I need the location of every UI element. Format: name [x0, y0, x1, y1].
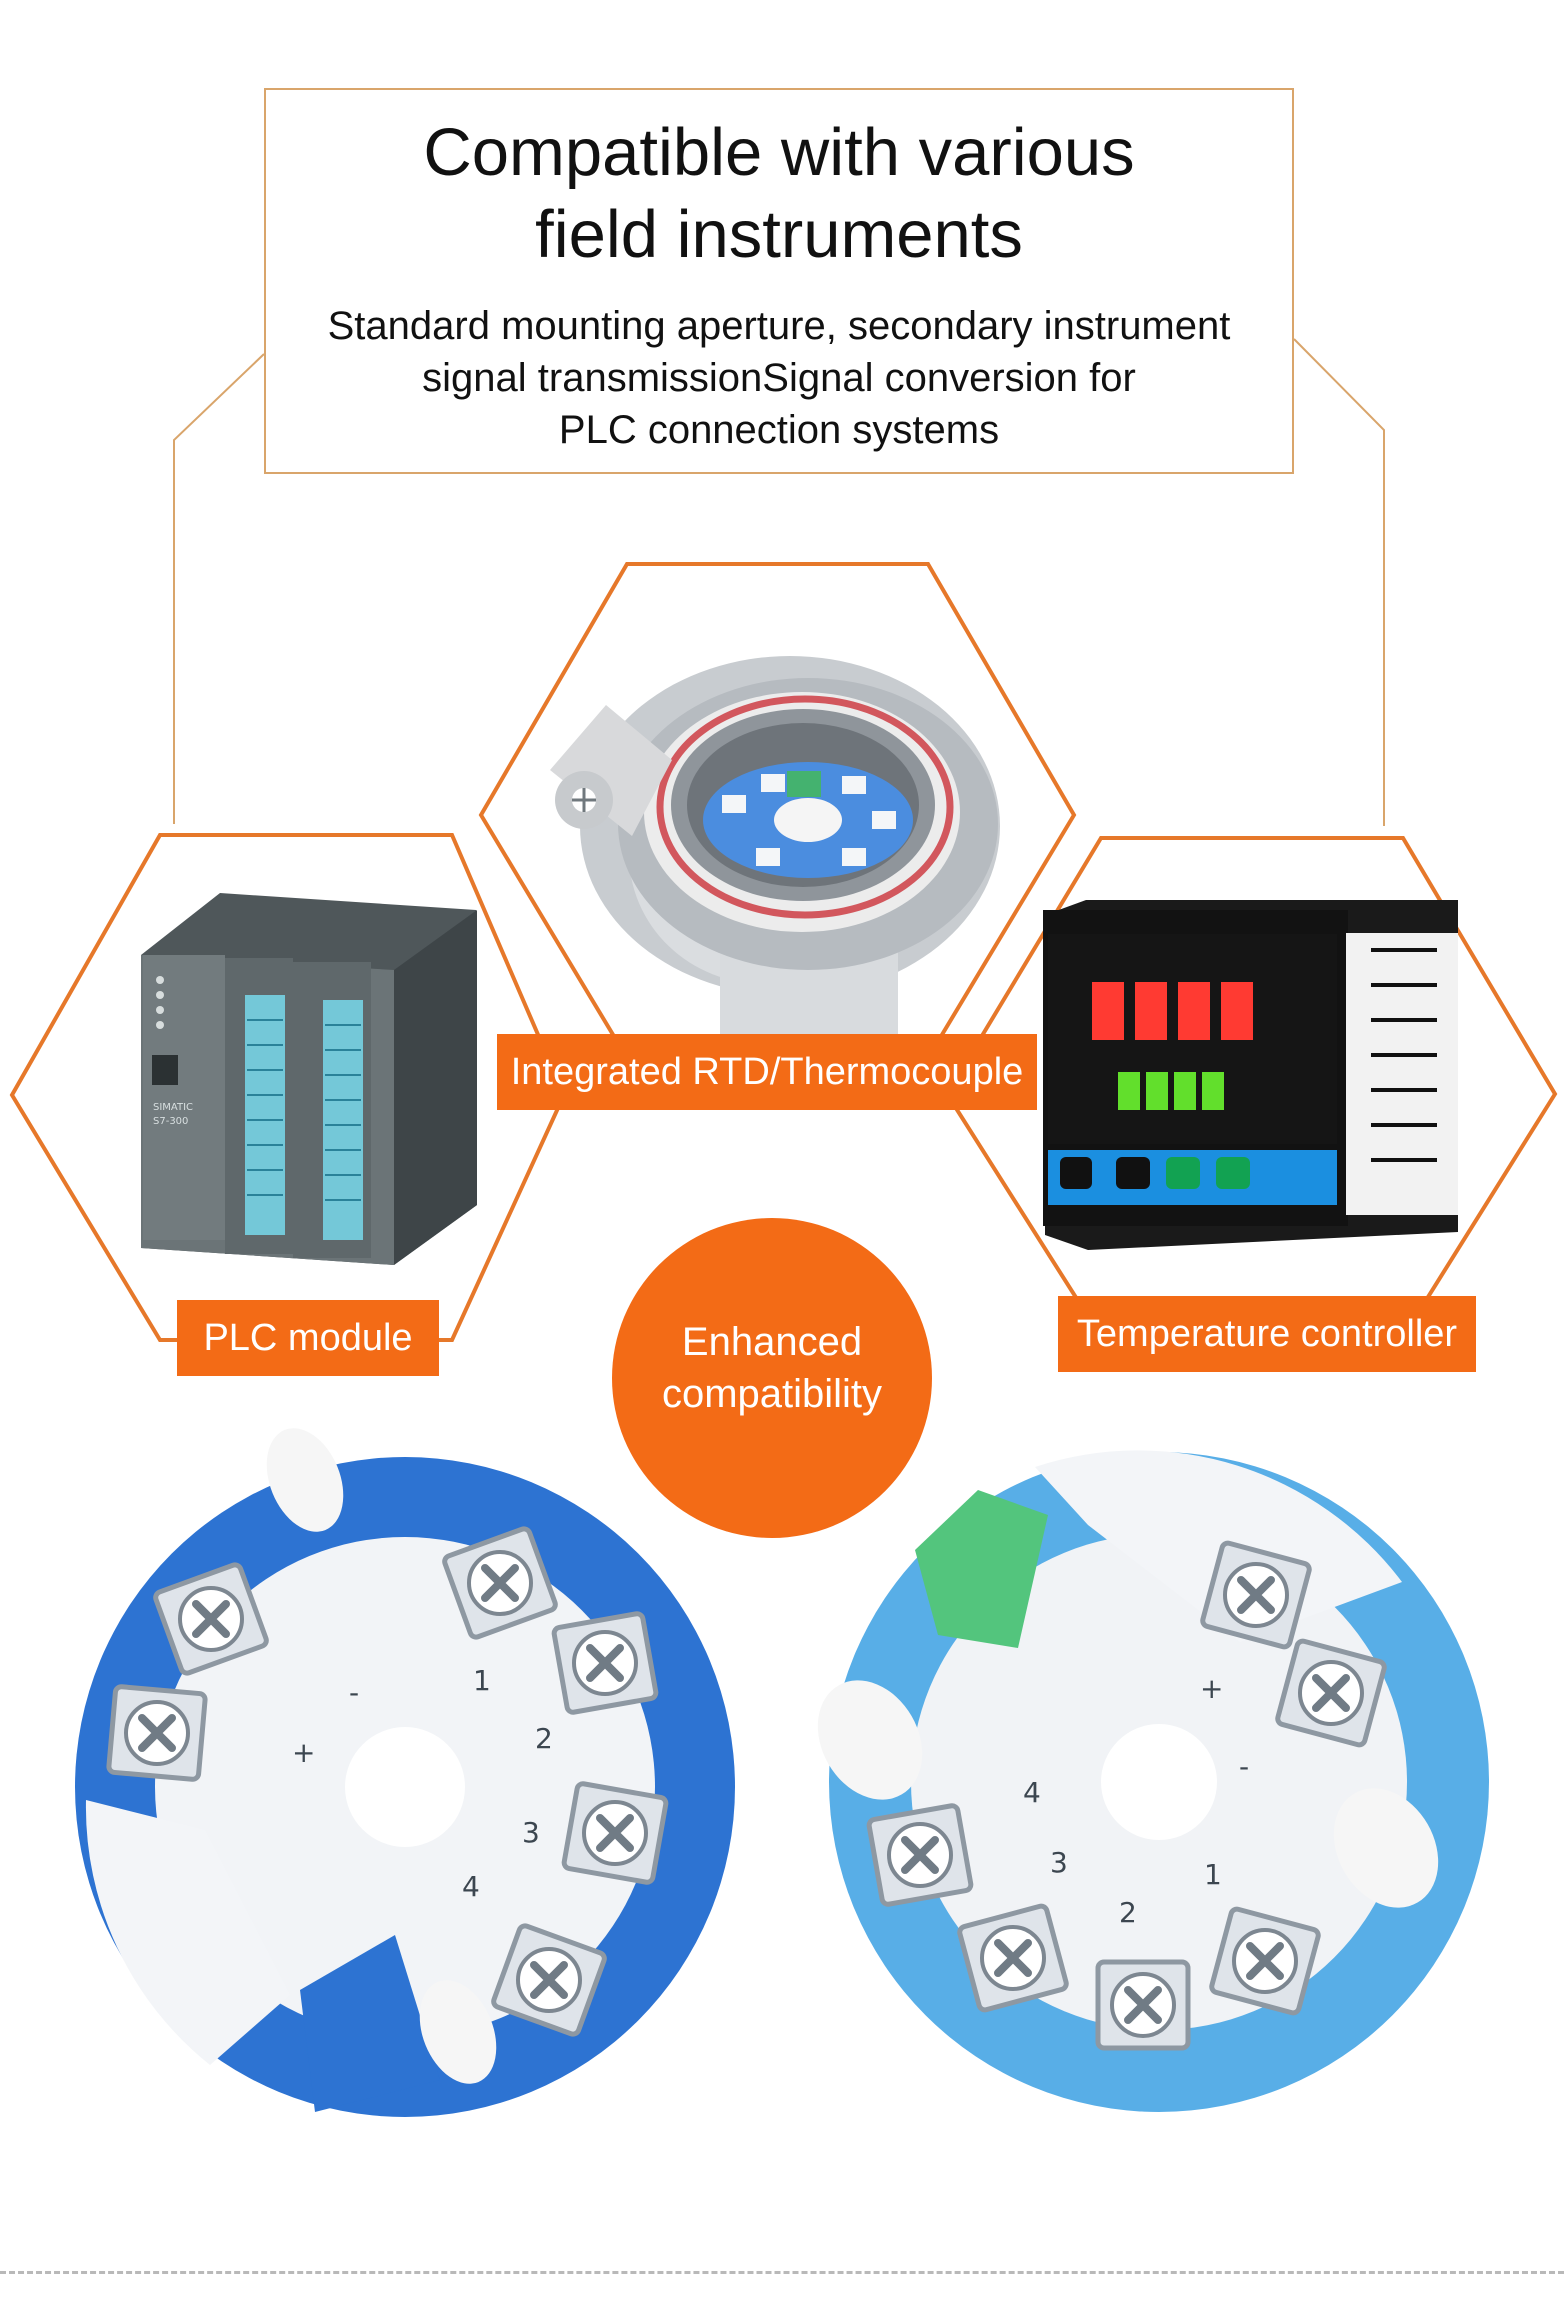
- rtd-thermocouple-housing-image: [550, 656, 1000, 1075]
- left-terminal-number-2: 2: [535, 1722, 553, 1755]
- headline-line-1: Compatible with various: [423, 115, 1135, 190]
- left-terminal-number-4: 4: [462, 1870, 480, 1903]
- left-hexagon-outline: [9, 833, 567, 1342]
- temperature-controller-image: [1043, 900, 1458, 1250]
- right-terminal-number-2: 2: [1119, 1896, 1137, 1929]
- temperature-controller-label: Temperature controller: [1058, 1296, 1476, 1372]
- left-minus-mark: -: [349, 1676, 359, 1709]
- badge-line-2: compatibility: [661, 1372, 883, 1416]
- right-plus-mark: +: [1200, 1672, 1223, 1705]
- left-terminal-number-3: 3: [522, 1816, 540, 1849]
- supporting-copy-line-2: signal transmissionSignal conversion for: [422, 356, 1136, 400]
- headline: Compatible with various field instrument…: [266, 112, 1292, 276]
- compatibility-headline-box: Compatible with various field instrument…: [264, 88, 1294, 474]
- integrated-rtd-label: Integrated RTD/Thermocouple: [497, 1034, 1037, 1110]
- supporting-copy: Standard mounting aperture, secondary in…: [266, 300, 1292, 456]
- supporting-copy-line-1: Standard mounting aperture, secondary in…: [327, 304, 1231, 348]
- right-terminal-number-3: 3: [1050, 1846, 1068, 1879]
- plc-module-label: PLC module: [177, 1300, 439, 1376]
- right-terminal-number-4: 4: [1023, 1776, 1041, 1809]
- enhanced-compatibility-badge: Enhanced compatibility: [612, 1218, 932, 1538]
- left-terminal-number-1: 1: [473, 1664, 491, 1697]
- headline-line-2: field instruments: [535, 197, 1023, 272]
- left-blue-transmitter-image: [75, 1428, 735, 2117]
- plc-module-image: SIMATIC S7-300: [141, 893, 477, 1265]
- bottom-dashed-divider: [0, 2271, 1564, 2274]
- title-left-connector: [173, 353, 265, 824]
- badge-line-1: Enhanced: [681, 1320, 863, 1364]
- svg-text:S7-300: S7-300: [153, 1116, 188, 1127]
- svg-text:SIMATIC: SIMATIC: [153, 1102, 193, 1113]
- supporting-copy-line-3: PLC connection systems: [558, 408, 1000, 452]
- right-terminal-number-1: 1: [1204, 1858, 1222, 1891]
- title-right-connector: [1293, 338, 1385, 826]
- transmitter-markings: 1 2 3 4 + - 1 2 3 4 + -: [292, 1664, 1249, 1929]
- right-light-blue-transmitter-image: [817, 1450, 1489, 2112]
- right-minus-mark: -: [1239, 1750, 1249, 1783]
- left-plus-mark: +: [292, 1736, 315, 1769]
